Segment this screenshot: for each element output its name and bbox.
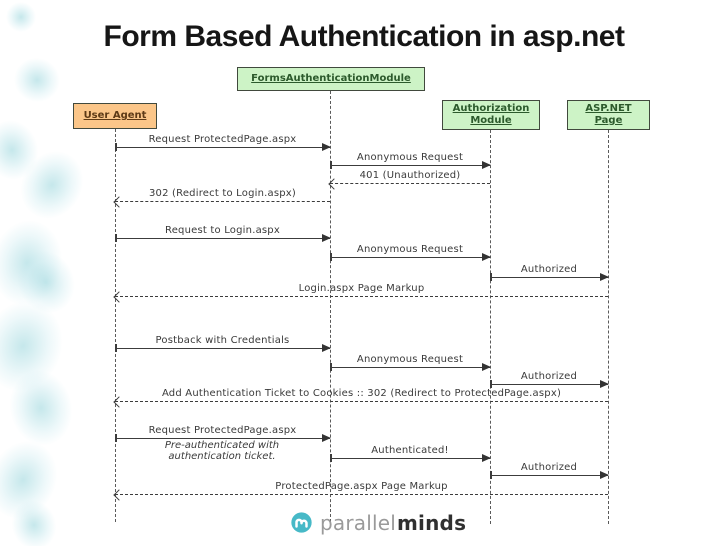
actor-user-agent: User Agent: [73, 103, 157, 129]
arrowhead-icon: [482, 454, 491, 462]
arrowhead-icon: [482, 363, 491, 371]
arrowhead-icon: [600, 471, 609, 479]
message-label: Request ProtectedPage.aspx: [148, 134, 297, 145]
arrow-start-tick: [330, 161, 332, 169]
arrow-start-tick: [330, 363, 332, 371]
arrowhead-icon: [322, 434, 331, 442]
arrow-start-tick: [490, 471, 492, 479]
arrow-start-tick: [115, 234, 117, 242]
arrowhead-icon: [482, 253, 491, 261]
arrow-start-tick: [115, 344, 117, 352]
message-label: Authorized: [520, 371, 578, 382]
message-label: Authenticated!: [371, 445, 449, 456]
actor-label: Page: [594, 115, 623, 126]
note-line: authentication ticket.: [168, 451, 276, 462]
actor-label: Authorization: [452, 103, 530, 114]
aspnet-page-lifeline: [608, 130, 609, 524]
arrowhead-icon: [322, 234, 331, 242]
message-arrow-line: [330, 458, 490, 459]
actor-forms-auth-module: FormsAuthenticationModule: [237, 67, 425, 91]
message-arrow-line: [490, 475, 608, 476]
message-label: Postback with Credentials: [155, 335, 290, 346]
message-arrow-line: [330, 257, 490, 258]
logo-word-parallel: parallel: [320, 510, 397, 535]
message-label: Authorized: [520, 462, 578, 473]
message-arrow-line: [115, 147, 330, 148]
forms-auth-module-lifeline: [330, 91, 331, 522]
message-label: Request ProtectedPage.aspx: [148, 425, 297, 436]
message-label: Authorized: [520, 264, 578, 275]
message-arrow-line: [115, 348, 330, 349]
message-label: ProtectedPage.aspx Page Markup: [275, 481, 448, 492]
logo-word-minds: minds: [397, 510, 467, 535]
message-label: Anonymous Request: [356, 354, 464, 365]
message-arrow-line: [115, 438, 330, 439]
note-pre-authenticated: Pre-authenticated with authentication ti…: [165, 440, 279, 462]
arrowhead-icon: [482, 161, 491, 169]
parallelminds-logo-icon: [290, 511, 313, 534]
message-label: Anonymous Request: [356, 152, 464, 163]
message-arrow-line: [115, 201, 330, 202]
message-arrow-line: [490, 384, 608, 385]
message-label: 401 (Unauthorized): [359, 170, 461, 181]
arrowhead-icon: [600, 380, 609, 388]
arrowhead-icon: [322, 344, 331, 352]
message-arrow-line: [115, 401, 608, 402]
message-arrow-line: [490, 277, 608, 278]
message-arrow-line: [330, 165, 490, 166]
authorization-module-lifeline: [490, 130, 491, 524]
message-label: 302 (Redirect to Login.aspx): [148, 188, 297, 199]
message-label: Anonymous Request: [356, 244, 464, 255]
actor-label: ASP.NET: [585, 103, 632, 114]
arrow-start-tick: [490, 273, 492, 281]
message-label: Add Authentication Ticket to Cookies :: …: [161, 388, 562, 399]
message-arrow-line: [330, 183, 490, 184]
parallelminds-logo: parallel minds: [290, 511, 466, 534]
arrowhead-icon: [600, 273, 609, 281]
user-agent-lifeline: [115, 129, 116, 522]
page-title: Form Based Authentication in asp.net: [103, 20, 625, 53]
arrow-start-tick: [330, 253, 332, 261]
message-arrow-line: [115, 494, 608, 495]
message-arrow-line: [330, 367, 490, 368]
arrowhead-icon: [322, 143, 331, 151]
message-label: Login.aspx Page Markup: [298, 283, 425, 294]
message-label: Request to Login.aspx: [165, 225, 280, 236]
message-arrow-line: [115, 296, 608, 297]
note-line: Pre-authenticated with: [164, 440, 280, 451]
arrow-start-tick: [330, 454, 332, 462]
actor-label: Module: [470, 115, 512, 126]
arrow-start-tick: [115, 434, 117, 442]
actor-label: User Agent: [83, 110, 147, 121]
message-arrow-line: [115, 238, 330, 239]
actor-label: FormsAuthenticationModule: [251, 73, 411, 84]
arrow-start-tick: [115, 143, 117, 151]
arrow-start-tick: [490, 380, 492, 388]
